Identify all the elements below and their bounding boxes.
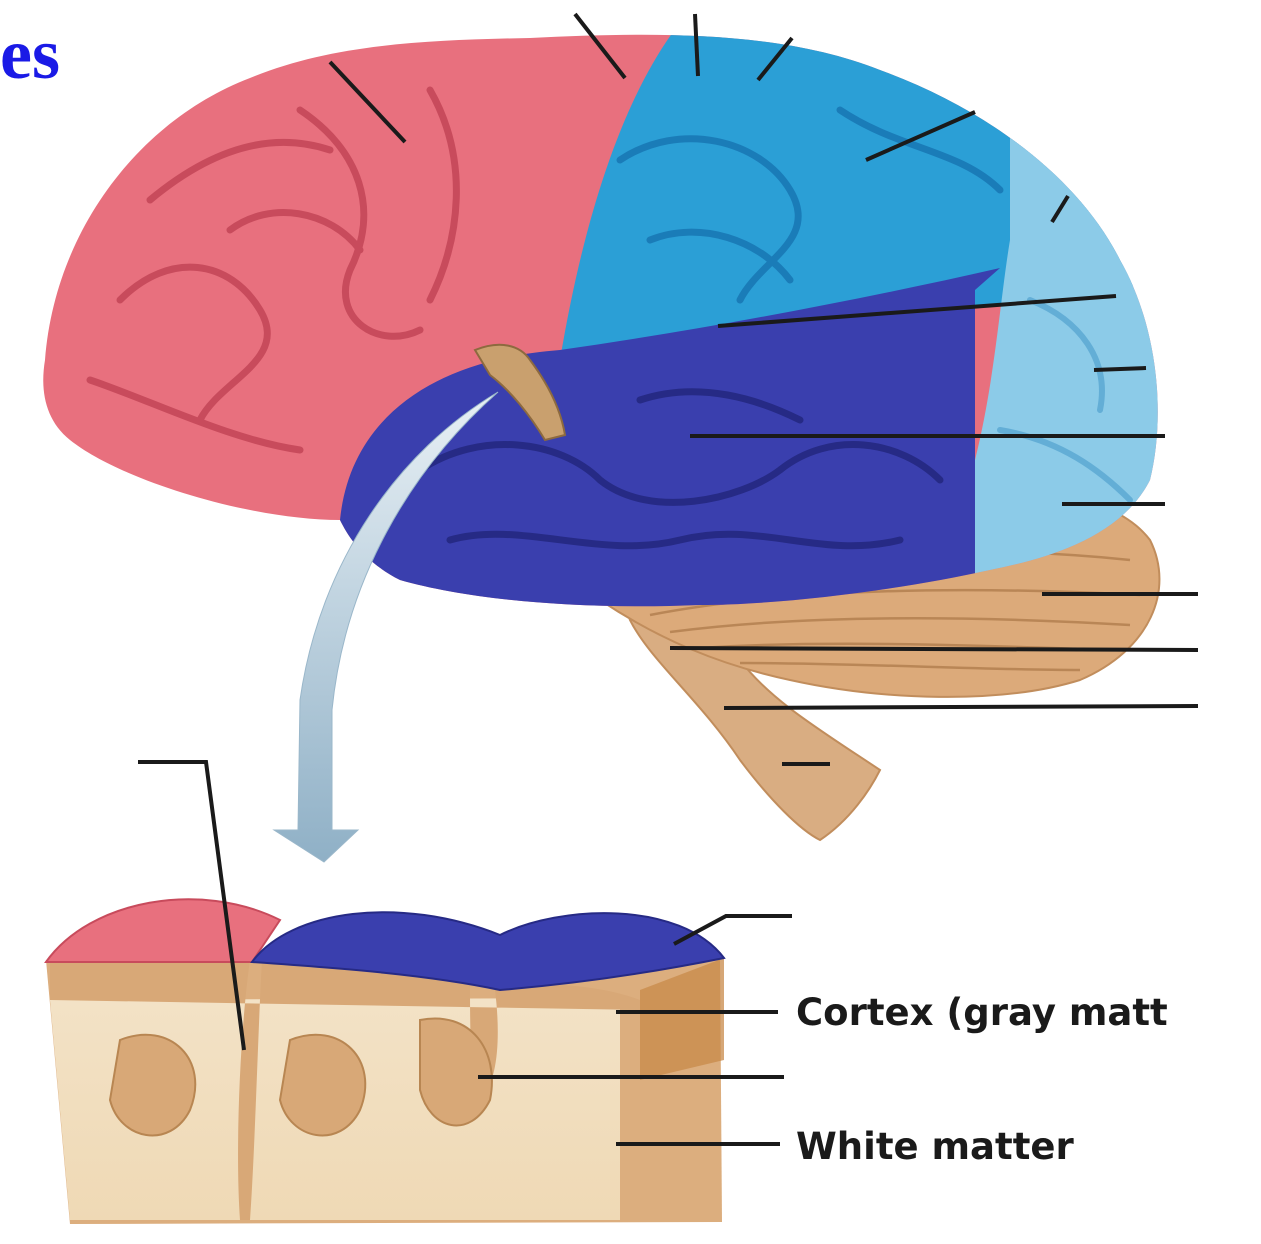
white-matter-label: White matter xyxy=(796,1128,1074,1165)
cortex-gray-matter-label: Cortex (gray matt xyxy=(796,994,1168,1031)
cortex-section xyxy=(46,899,724,1224)
gyrus-lobe-mid xyxy=(280,1035,365,1136)
surface-frontal-red xyxy=(46,899,280,962)
slide-title-fragment: es xyxy=(0,18,60,90)
gyrus-lobe-left xyxy=(110,1035,195,1136)
